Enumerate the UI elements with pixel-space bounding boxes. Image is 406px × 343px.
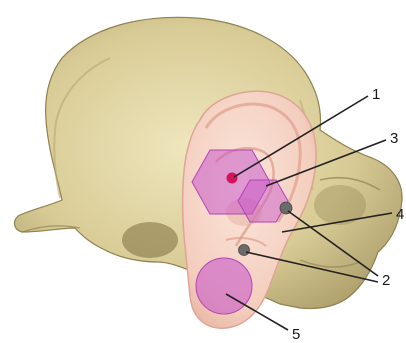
label-3: 3: [390, 130, 398, 147]
label-2: 2: [382, 272, 390, 289]
label-4: 4: [396, 206, 404, 223]
lobe-zone-circle: [196, 258, 252, 314]
point-2-dot-lower: [239, 245, 250, 256]
label-1: 1: [372, 86, 380, 103]
label-5: 5: [292, 326, 300, 343]
point-1-dot: [227, 173, 238, 184]
